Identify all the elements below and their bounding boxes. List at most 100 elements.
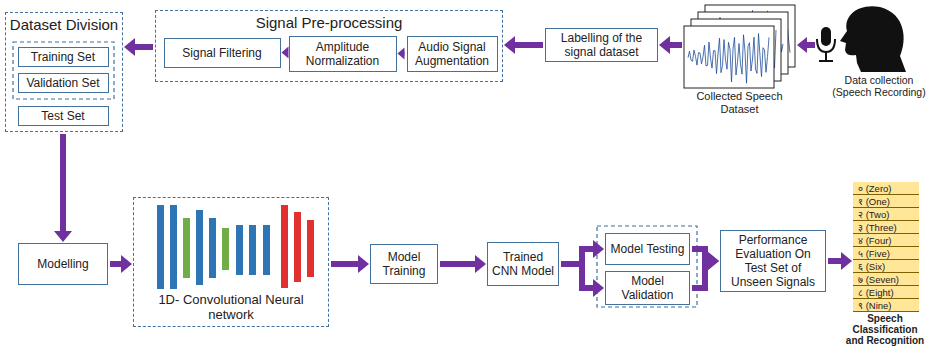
process-box: Model Validation [605,271,690,305]
waveform-card [684,26,774,88]
cnn-box: 1D- Convolutional Neural network [133,197,329,327]
process-box: Audio Signal Augmentation [407,36,498,72]
class-cell: ८ (Eight) [853,286,919,299]
node-text: Speech Classification and Recognition [844,313,926,346]
microphone-holder [817,39,835,52]
speaker-head-icon [840,6,906,72]
node-text: ० (Zero) [858,183,892,194]
node-text: Labelling of the signal dataset [550,31,653,59]
conv-layer-bar [196,210,203,285]
node-text: ४ (Four) [858,235,892,246]
arrow-shaft [110,261,122,267]
class-cell: ७ (Seven) [853,273,919,286]
class-column: Speech Classification and Recognition० (… [853,182,919,312]
class-cell: १ (One) [853,195,919,208]
node-text: ९ (Nine) [858,300,892,311]
conv-layer-bar [249,225,256,275]
conv-layer-bar [209,218,216,278]
arrow-head [593,240,604,258]
process-box: Validation Set [18,73,109,93]
node-text: Collected Speech Dataset [689,90,790,116]
train-val-group [13,42,114,99]
node-text: ८ (Eight) [858,287,894,298]
microphone-stand [825,52,827,61]
class-cell: ९ (Nine) [853,299,919,312]
flow-arrow [797,37,815,53]
flow-arrow [54,134,72,242]
arrow-head [593,279,604,297]
dataset-stack: Collected Speech Dataset [684,5,795,88]
node-text: Test Set [41,109,84,123]
dense-layer-bar [294,212,301,282]
waveform-stack [684,5,795,88]
node-text: Audio Signal Augmentation [412,40,493,68]
process-box: Performance Evaluation On Test Set of Un… [720,230,826,292]
flow-arrow [331,255,369,273]
node-text: Performance Evaluation On Test Set of Un… [725,233,821,289]
arrow-head [358,255,369,273]
flow-arrow [398,48,405,60]
process-box: Test Set [18,106,109,126]
pool-layer-bar [222,228,229,270]
process-box: Model Training [370,244,438,284]
class-cell: २ (Two) [853,208,919,221]
node-text: १ (One) [858,196,890,207]
microphone-capsule [821,27,831,46]
node-text: Signal Pre-processing [156,14,502,31]
conv-layer-bar [263,225,270,275]
group-box: Dataset DivisionTraining SetValidation S… [5,12,123,132]
process-box: Signal Filtering [164,38,281,68]
process-box: Training Set [18,47,109,67]
arrow-shaft [514,42,543,48]
arrow-shaft [828,258,842,264]
arrow-head [282,47,289,59]
class-cell: ० (Zero) [853,182,919,195]
arrow-head [504,36,515,54]
node-text: Validation Set [26,76,99,90]
arrow-head [475,255,486,273]
process-box: Trained CNN Model [487,242,559,286]
node-text: Model Validation [610,274,685,302]
node-text: २ (Two) [858,209,889,220]
group-box: Signal Pre-processingSignal FilteringAmp… [155,10,503,82]
arrow-head [54,231,72,242]
node-text: Signal Filtering [182,46,261,60]
process-box: Model Testing [605,233,690,265]
arrow-head [708,252,719,270]
arrow-head [398,48,405,60]
process-box: Labelling of the signal dataset [545,28,658,62]
arrow-shaft [561,264,594,288]
class-cell: ३ (Three) [853,221,919,234]
arrow-shaft [331,261,359,267]
dense-layer-bar [281,205,288,288]
arrow-shaft [134,44,153,50]
process-box: Modelling [18,243,108,285]
arrow-head [124,38,135,56]
node-text: 1D- Convolutional Neural network [152,292,310,322]
arrow-shaft [440,261,476,267]
conv-layer-bar [236,225,243,275]
node-text: Model Training [375,250,433,278]
node-text: ७ (Seven) [858,274,899,285]
node-text: Trained CNN Model [492,250,554,278]
flow-arrow [504,36,543,54]
node-text: Model Testing [611,242,685,256]
node-text: ५ (Five) [858,248,890,259]
cnn-layers [157,205,314,289]
flow-arrow [282,47,289,59]
flow-arrow [561,240,604,264]
class-cell: ५ (Five) [853,247,919,260]
node-text: Training Set [31,50,95,64]
flow-arrow [124,38,153,56]
flow-arrow [659,36,682,54]
conv-layer-bar [170,205,177,289]
node-text: Dataset Division [6,16,122,33]
arrow-head [659,36,670,54]
test-val-group [597,226,697,307]
flow-arrow [692,252,719,288]
dense-layer-bar [307,220,314,277]
flow-arrow [110,255,132,273]
arrow-shaft [60,134,66,232]
